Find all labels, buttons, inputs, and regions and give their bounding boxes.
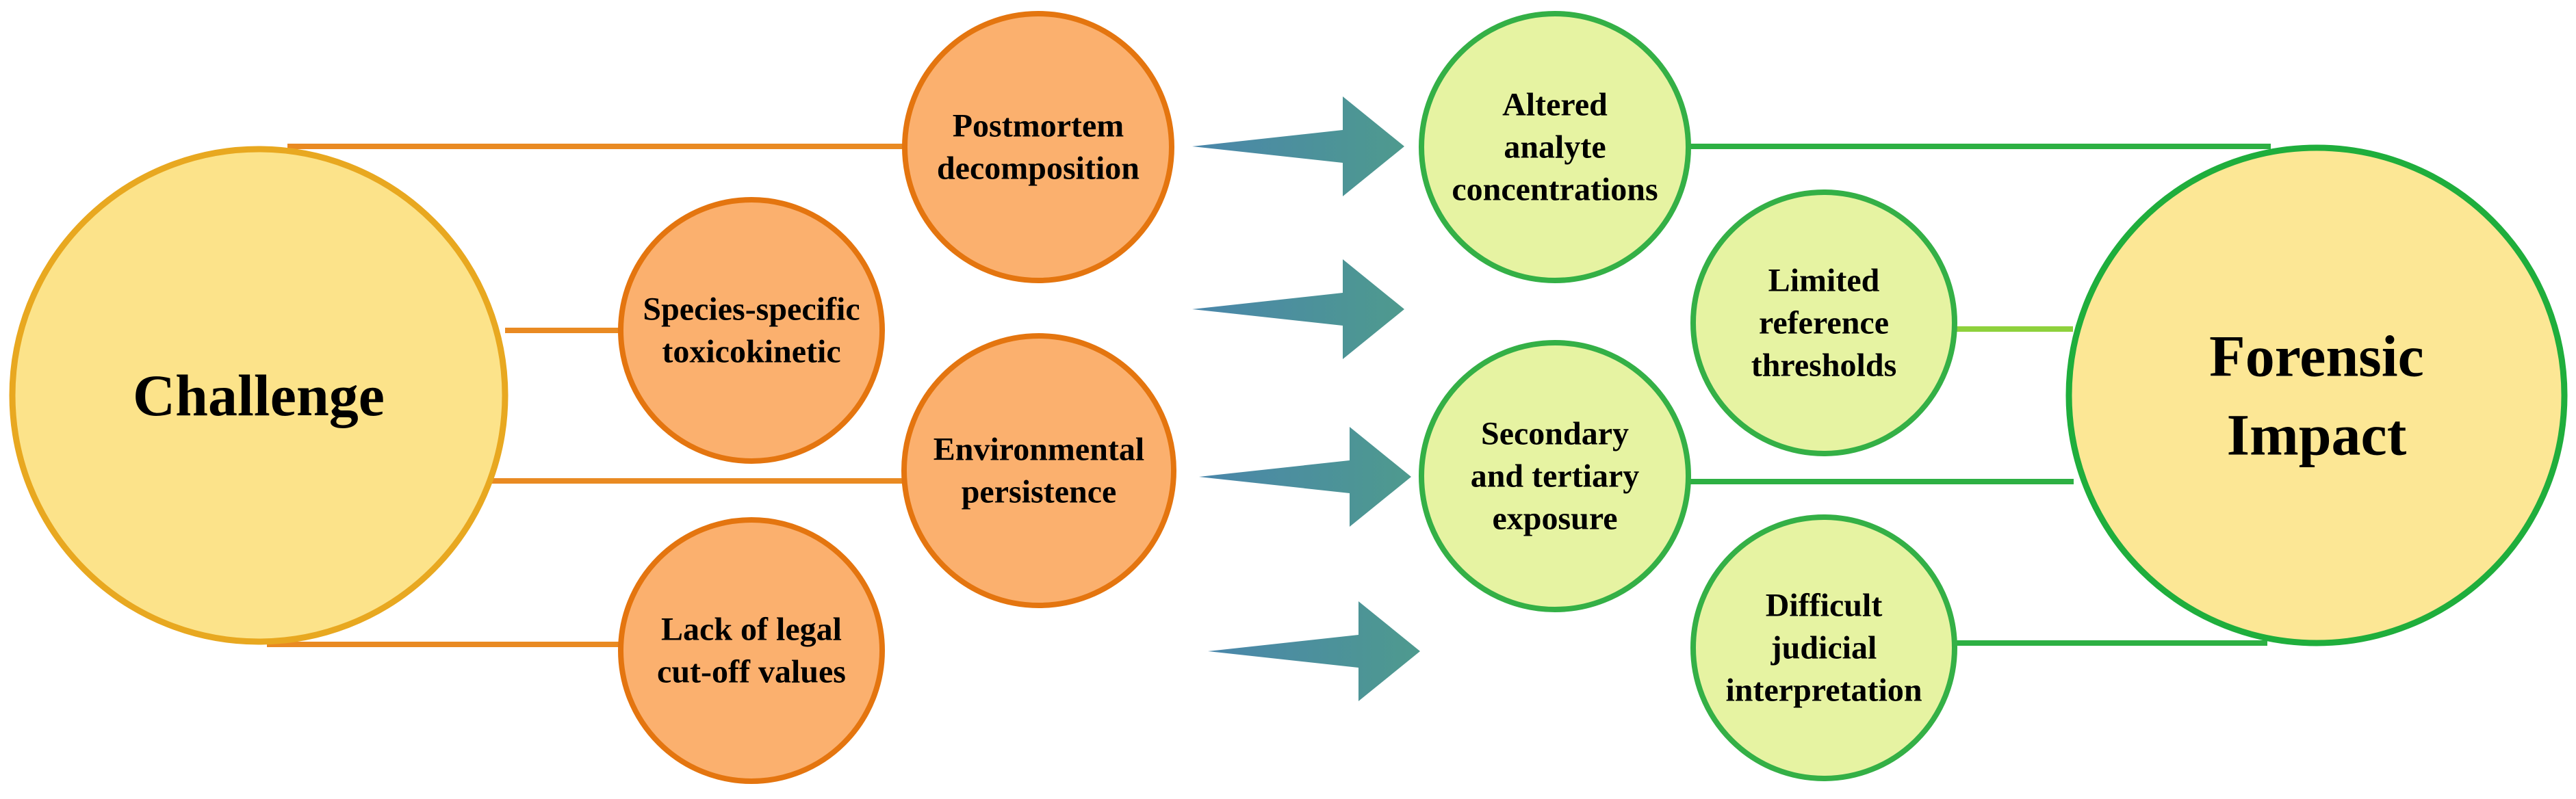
node-label-line: Lack of legal: [661, 612, 842, 648]
node-label-line: Limited: [1768, 263, 1880, 299]
node-label-line: Difficult: [1766, 588, 1883, 624]
node-label-line: persistence: [962, 474, 1117, 510]
node-label-line: exposure: [1492, 501, 1617, 537]
node-label-line: Forensic: [2209, 324, 2424, 389]
node-label-line: concentrations: [1452, 172, 1658, 208]
arrow-right-icon: [1208, 601, 1420, 701]
node-label-line: thresholds: [1751, 348, 1897, 384]
node-label-line: reference: [1759, 305, 1889, 341]
node-label-line: Altered: [1502, 87, 1608, 123]
node-label-line: cut-off values: [657, 654, 846, 690]
node-label-line: Species-specific: [643, 291, 860, 328]
challenge-label: Challenge: [133, 363, 385, 428]
node-label-line: Impact: [2227, 402, 2407, 468]
node-label-line: interpretation: [1725, 672, 1922, 709]
impact-node-secondary: Secondary and tertiary exposure: [1419, 340, 1691, 612]
challenge-circle: Challenge: [9, 146, 508, 645]
node-label-line: and tertiary: [1471, 458, 1640, 495]
node-label-line: analyte: [1504, 129, 1606, 166]
arrow-right-icon: [1199, 427, 1411, 527]
node-label-line: Environmental: [933, 432, 1144, 468]
challenge-node-legal: Lack of legal cut-off values: [618, 517, 885, 784]
arrow-right-icon: [1192, 259, 1404, 359]
node-label-line: Postmortem: [953, 108, 1124, 144]
node-label-line: toxicokinetic: [662, 334, 840, 370]
challenge-node-species: Species-specific toxicokinetic: [618, 197, 885, 464]
node-label-line: Secondary: [1481, 416, 1629, 452]
flow-arrows: [1192, 96, 1420, 701]
challenge-node-environmental: Environmental persistence: [901, 333, 1176, 608]
impact-node-limited: Limited reference thresholds: [1690, 189, 1957, 456]
arrow-right-icon: [1192, 96, 1404, 196]
connector-lines: [267, 144, 2271, 647]
node-label-line: judicial: [1770, 630, 1877, 666]
impact-node-altered: Altered analyte concentrations: [1419, 11, 1691, 283]
impact-node-difficult: Difficult judicial interpretation: [1690, 514, 1957, 781]
challenge-node-postmortem: Postmortem decomposition: [902, 11, 1174, 283]
node-label-line: decomposition: [937, 150, 1139, 187]
